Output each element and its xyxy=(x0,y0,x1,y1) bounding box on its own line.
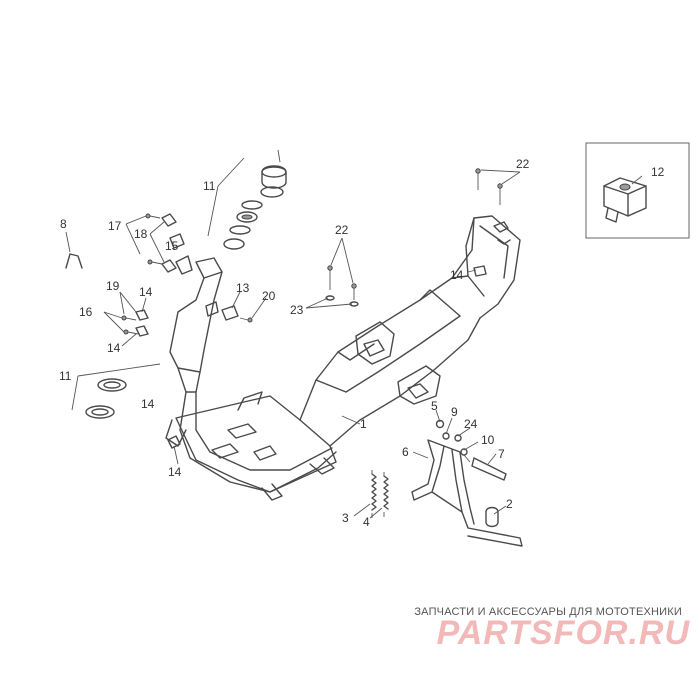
callout-labels: 22 22 23 12 11 11 8 17 18 15 19 16 14 14… xyxy=(59,157,665,529)
callout-14-b: 14 xyxy=(107,341,121,355)
callout-22-middle: 22 xyxy=(335,223,349,237)
callout-9: 9 xyxy=(451,405,458,419)
callout-19: 19 xyxy=(106,279,120,293)
callout-15: 15 xyxy=(165,239,179,253)
inset-box-part-12 xyxy=(585,142,690,239)
watermark-logo: PARTSFOR.RU xyxy=(436,614,690,652)
callout-14-e: 14 xyxy=(450,268,464,282)
callout-20: 20 xyxy=(262,289,276,303)
callout-5: 5 xyxy=(431,399,438,413)
callout-2: 2 xyxy=(506,497,513,511)
stand-springs xyxy=(371,470,389,518)
callout-16: 16 xyxy=(79,305,93,319)
callout-18: 18 xyxy=(134,227,148,241)
callout-4: 4 xyxy=(363,515,370,529)
callout-3: 3 xyxy=(342,511,349,525)
callout-1: 1 xyxy=(360,417,367,431)
callout-11-lower: 11 xyxy=(59,369,72,383)
callout-14-a: 14 xyxy=(139,285,153,299)
watermark-tagline: ЗАПЧАСТИ И АКСЕССУАРЫ ДЛЯ МОТОТЕХНИКИ xyxy=(414,606,682,618)
callout-12: 12 xyxy=(651,165,665,179)
callout-17: 17 xyxy=(108,219,122,233)
callout-13: 13 xyxy=(236,281,250,295)
callout-11-upper: 11 xyxy=(203,179,216,193)
steering-bearing-set-upper xyxy=(223,149,287,250)
callout-14-d: 14 xyxy=(168,465,182,479)
scooter-frame xyxy=(165,215,521,501)
center-stand-assembly xyxy=(411,439,523,547)
callout-14-c: 14 xyxy=(141,397,155,411)
callout-23: 23 xyxy=(290,303,304,317)
fasteners xyxy=(65,168,503,463)
callout-10: 10 xyxy=(481,433,495,447)
callout-6: 6 xyxy=(402,445,409,459)
callout-22-rear: 22 xyxy=(516,157,530,171)
callout-7: 7 xyxy=(498,447,505,461)
steering-bearing-set-lower xyxy=(85,378,127,419)
leader-lines xyxy=(65,157,643,519)
callout-24: 24 xyxy=(464,417,478,431)
callout-8: 8 xyxy=(60,217,67,231)
